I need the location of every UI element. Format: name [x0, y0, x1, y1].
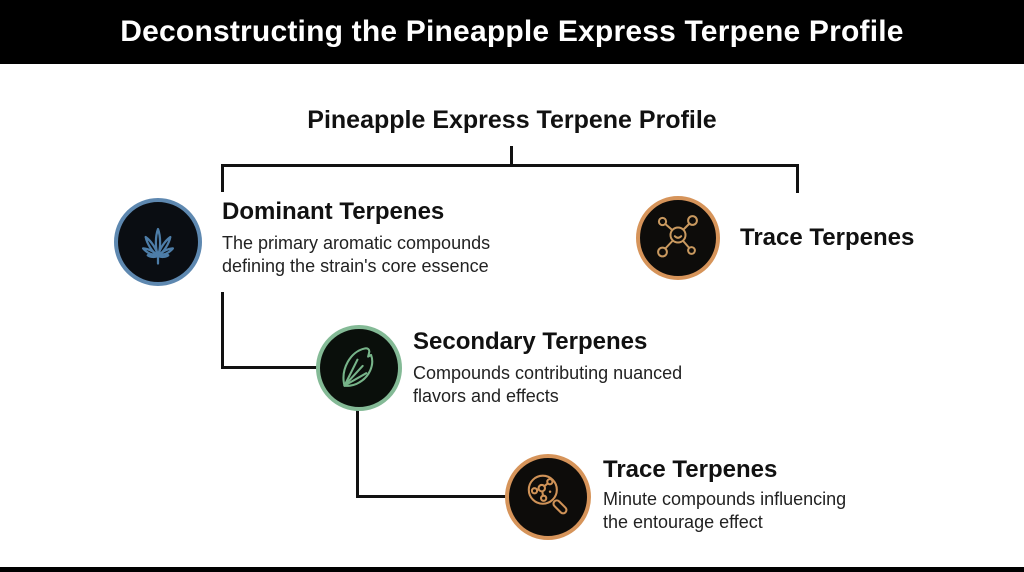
connector-dominant-to-secondary-horizontal [221, 366, 318, 369]
connector-secondary-to-trace-horizontal [356, 495, 507, 498]
header-banner: Deconstructing the Pineapple Express Ter… [0, 0, 1024, 64]
secondary-terpenes-badge [316, 325, 402, 411]
node-description-line: Compounds contributing nuanced [413, 363, 683, 383]
dominant-terpenes-badge [114, 198, 202, 286]
cannabis-leaf-icon [141, 227, 175, 265]
node-description-line: flavors and effects [413, 386, 559, 406]
node-description: The primary aromatic compounds defining … [222, 232, 490, 278]
node-description-line: defining the strain's core essence [222, 256, 489, 276]
banner-title: Deconstructing the Pineapple Express Ter… [120, 15, 904, 48]
connector-secondary-to-trace-vertical [356, 409, 359, 498]
molecule-icon [657, 215, 698, 258]
connector-left-drop [221, 164, 224, 192]
node-description-line: Minute compounds influencing [603, 489, 847, 509]
connector-root-stem [510, 146, 513, 166]
root-node-label: Pineapple Express Terpene Profile [307, 106, 717, 134]
footer-bar [0, 567, 1024, 572]
node-title: Trace Terpenes [603, 456, 778, 483]
node-description-line: The primary aromatic compounds [222, 233, 491, 253]
node-description: Compounds contributing nuanced flavors a… [413, 362, 682, 408]
magnifier-molecule-icon [527, 474, 568, 515]
connector-dominant-to-secondary-vertical [221, 292, 224, 369]
connector-main-horizontal [221, 164, 799, 167]
node-title: Trace Terpenes [740, 224, 915, 251]
seed-leaf-icon [342, 347, 374, 387]
node-title: Dominant Terpenes [222, 198, 445, 225]
node-title: Secondary Terpenes [413, 328, 648, 355]
node-description: Minute compounds influencing the entoura… [603, 488, 846, 534]
connector-right-drop [796, 164, 799, 193]
trace-terpenes-bottom-badge [505, 454, 591, 540]
trace-terpenes-right-badge [636, 196, 720, 280]
node-description-line: the entourage effect [603, 512, 763, 532]
